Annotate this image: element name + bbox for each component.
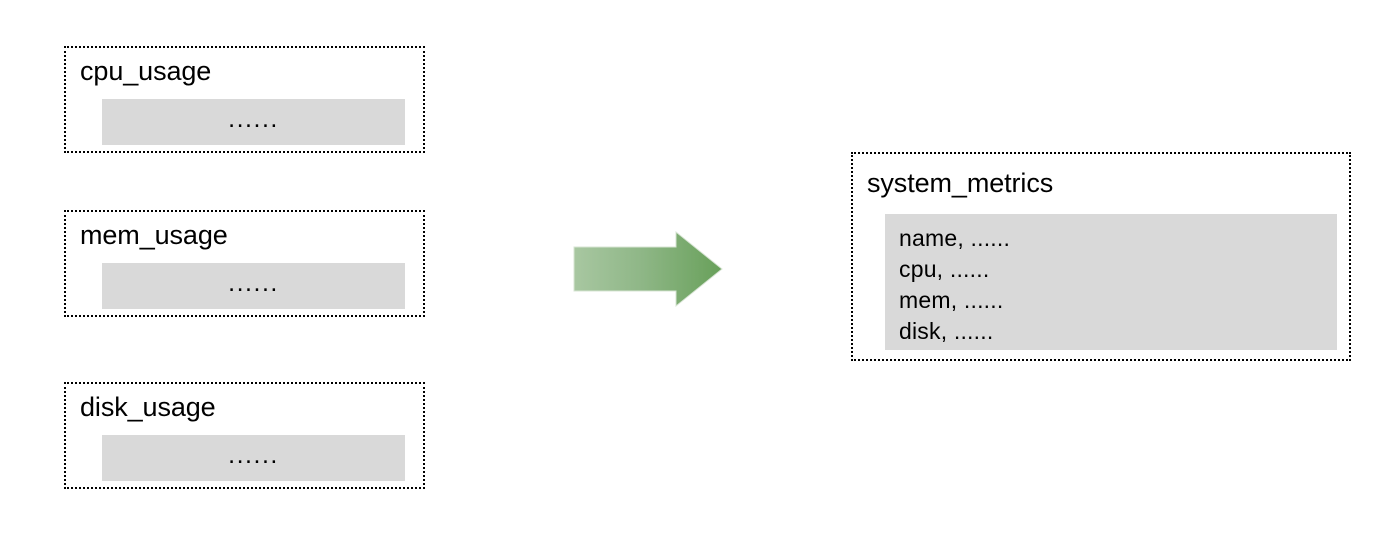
ellipsis-text: ......	[228, 104, 279, 133]
right-arrow-svg	[573, 230, 723, 308]
target-node-body: name, ...... cpu, ...... mem, ...... dis…	[885, 214, 1337, 350]
target-row: mem, ......	[899, 287, 1004, 313]
target-node-title: system_metrics	[867, 168, 1054, 198]
source-node-body: ......	[102, 99, 405, 145]
source-node-cpu-usage[interactable]: cpu_usage ......	[64, 46, 425, 153]
source-node-mem-usage[interactable]: mem_usage ......	[64, 210, 425, 317]
source-node-disk-usage[interactable]: disk_usage ......	[64, 382, 425, 489]
target-row: cpu, ......	[899, 256, 990, 282]
arrow-shape	[573, 230, 723, 308]
right-arrow-icon	[572, 230, 724, 308]
target-row: disk, ......	[899, 318, 994, 344]
source-node-title: disk_usage	[80, 392, 216, 422]
target-node-system-metrics[interactable]: system_metrics name, ...... cpu, ...... …	[851, 152, 1351, 361]
source-node-title: mem_usage	[80, 220, 228, 250]
source-node-title: cpu_usage	[80, 56, 212, 86]
ellipsis-text: ......	[228, 268, 279, 297]
source-node-body: ......	[102, 435, 405, 481]
ellipsis-text: ......	[228, 440, 279, 469]
target-row: name, ......	[899, 225, 1011, 251]
source-node-body: ......	[102, 263, 405, 309]
